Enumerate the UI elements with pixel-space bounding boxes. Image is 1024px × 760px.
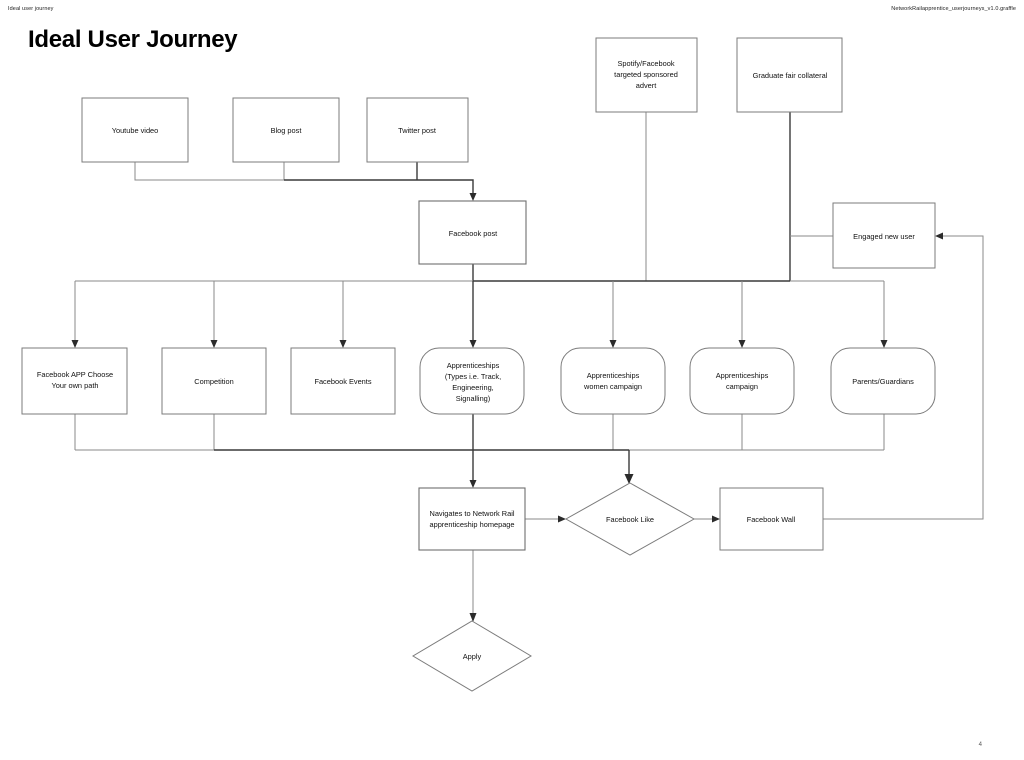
node-label-parents-guardians: Parents/Guardians [852,377,914,386]
node-graduate-fair-collateral[interactable]: Graduate fair collateral [736,37,843,113]
node-label-navigates-line1: Navigates to Network Rail [429,509,514,518]
node-label-appren-types-line1: Apprenticeships [447,361,500,370]
node-layer: Youtube video Blog post Twitter post Spo… [21,37,936,692]
node-facebook-wall[interactable]: Facebook Wall [719,487,824,551]
arrowhead-navigates [469,480,477,488]
arrowhead-apply [469,613,477,622]
node-apprenticeships-women-campaign[interactable]: Apprenticeships women campaign [560,347,666,415]
edge-facebook-wall-to-engaged [823,235,984,520]
edge-merge-to-facebook-post [284,179,474,198]
arrowhead-apprenticeships-campaign [738,340,746,348]
arrowhead-facebook-like-left [558,515,566,523]
arrowhead-parents-guardians [880,340,888,348]
node-apprenticeships-types[interactable]: Apprenticeships (Types i.e. Track, Engin… [419,347,525,415]
node-apprenticeships-campaign[interactable]: Apprenticeships campaign [689,347,795,415]
node-engaged-new-user[interactable]: Engaged new user [832,202,936,269]
node-label-twitter-post: Twitter post [398,126,436,135]
node-label-spotify-line1: Spotify/Facebook [617,59,674,68]
page-title: Ideal User Journey [28,26,238,53]
node-label-navigates-line2: apprenticeship homepage [429,520,514,529]
edge-youtube-to-merge [134,162,284,181]
node-label-youtube-video: Youtube video [112,126,159,135]
node-label-appren-campaign-line2: campaign [726,382,758,391]
page-number: 4 [978,742,982,748]
node-competition[interactable]: Competition [161,347,267,415]
node-label-engaged-new-user: Engaged new user [853,232,915,241]
arrowhead-facebook-events [339,340,347,348]
node-navigates-homepage[interactable]: Navigates to Network Rail apprenticeship… [418,487,526,551]
node-label-appren-types-line2: (Types i.e. Track, [445,372,501,381]
node-label-appren-women-line1: Apprenticeships [587,371,640,380]
arrowhead-facebook-post [469,193,477,201]
node-facebook-app[interactable]: Facebook APP Choose Your own path [21,347,128,415]
node-label-facebook-post: Facebook post [449,229,497,238]
node-label-spotify-line3: advert [636,81,657,90]
arrowhead-facebook-wall [712,515,720,523]
node-spotify-facebook-advert[interactable]: Spotify/Facebook targeted sponsored adve… [595,37,698,113]
node-label-spotify-line2: targeted sponsored [614,70,678,79]
arrowhead-apprenticeships-women [609,340,617,348]
node-facebook-like[interactable]: Facebook Like [564,482,696,556]
node-youtube-video[interactable]: Youtube video [81,97,189,163]
node-label-facebook-like: Facebook Like [606,515,654,524]
node-facebook-post[interactable]: Facebook post [418,200,527,265]
arrowhead-competition [210,340,218,348]
node-parents-guardians[interactable]: Parents/Guardians [830,347,936,415]
node-label-appren-types-line3: Engineering, [452,383,494,392]
node-label-graduate-fair-collateral: Graduate fair collateral [753,71,828,80]
node-label-appren-campaign-line1: Apprenticeships [716,371,769,380]
node-apply[interactable]: Apply [412,620,532,692]
node-label-competition: Competition [194,377,233,386]
arrowhead-facebook-app [71,340,79,348]
arrowhead-apprenticeships-types [469,340,477,348]
node-label-apply: Apply [463,652,482,661]
node-label-facebook-wall: Facebook Wall [747,515,796,524]
arrowhead-facebook-like-top [624,474,634,484]
node-facebook-events[interactable]: Facebook Events [290,347,396,415]
node-label-facebook-app-line2: Your own path [52,381,99,390]
node-label-blog-post: Blog post [271,126,302,135]
node-twitter-post[interactable]: Twitter post [366,97,469,163]
node-label-appren-women-line2: women campaign [583,382,642,391]
arrowhead-engaged-new-user [935,232,943,240]
header-left-caption: Ideal user journey [8,6,54,12]
header-right-filename: NetworkRailapprentice_userjourneys_v1.0.… [891,6,1016,12]
node-label-appren-types-line4: Signalling) [456,394,491,403]
node-label-facebook-events: Facebook Events [314,377,371,386]
node-blog-post[interactable]: Blog post [232,97,340,163]
connector-layer [71,112,984,622]
node-label-facebook-app-line1: Facebook APP Choose [37,370,113,379]
